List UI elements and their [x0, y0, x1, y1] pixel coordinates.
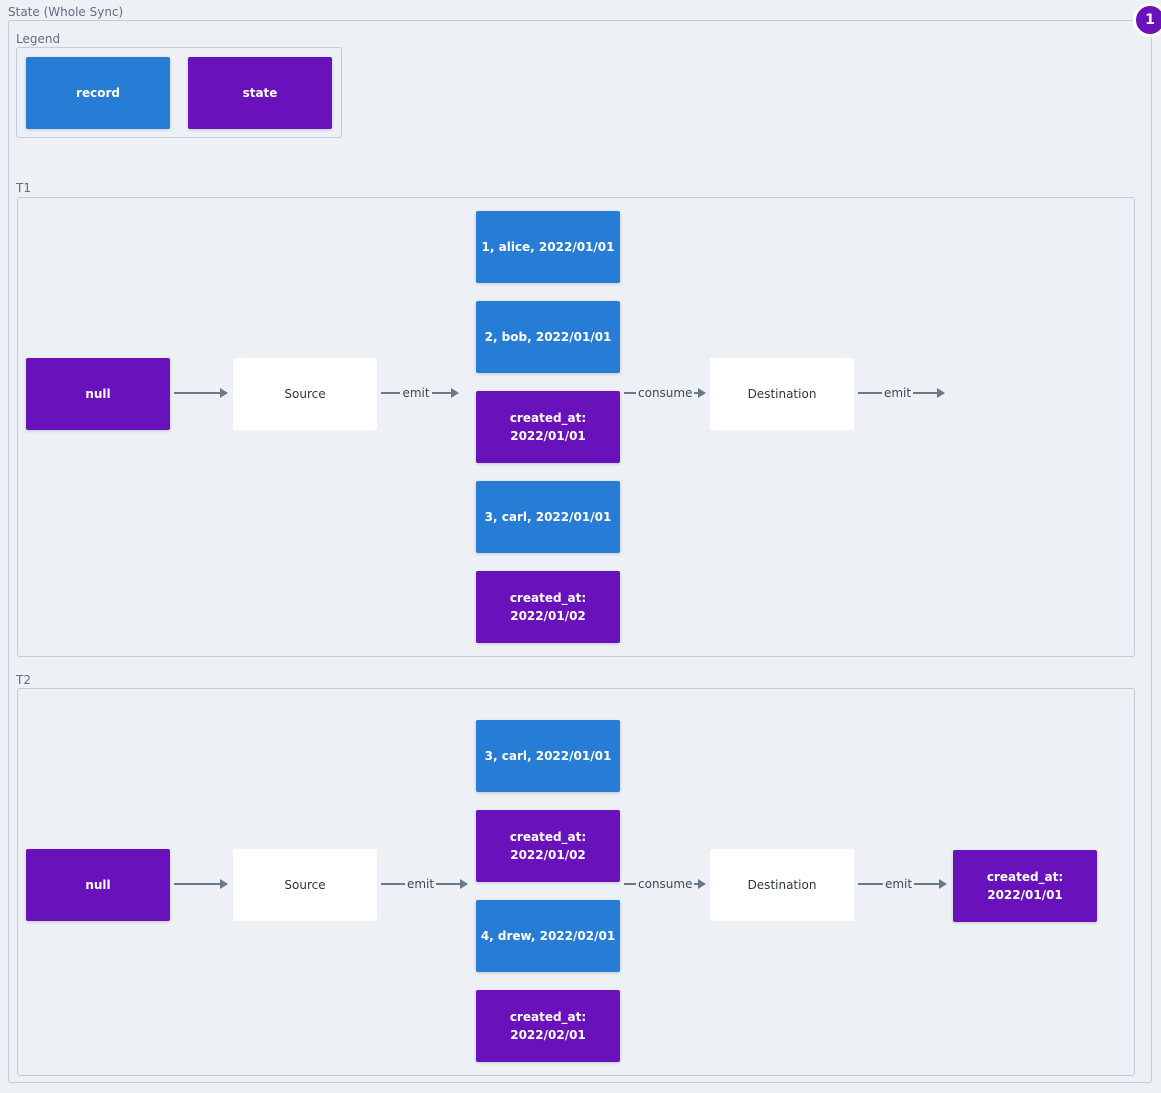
- t1-message: created_at: 2022/01/01: [476, 391, 620, 463]
- t1-destination: Destination: [710, 358, 854, 430]
- t1-arrow-emit-out: emit: [858, 386, 945, 400]
- t1-arrow-input: [174, 387, 228, 399]
- emit-label: emit: [402, 386, 430, 400]
- t2-arrow-input: [174, 878, 228, 890]
- t2-message: created_at: 2022/02/01: [476, 990, 620, 1062]
- t2-label: T2: [16, 673, 31, 687]
- t2-source: Source: [233, 849, 377, 921]
- t2-destination: Destination: [710, 849, 854, 921]
- t1-message: created_at: 2022/01/02: [476, 571, 620, 643]
- t2-message: 3, carl, 2022/01/01: [476, 720, 620, 792]
- t1-message: 3, carl, 2022/01/01: [476, 481, 620, 553]
- emit-label: emit: [884, 877, 913, 891]
- t2-arrow-emit-out: emit: [858, 877, 947, 891]
- t1-arrow-emit: emit: [381, 386, 459, 400]
- emit-label: emit: [406, 877, 435, 891]
- t2-arrow-consume: consume: [624, 877, 706, 891]
- t1-message: 2, bob, 2022/01/01: [476, 301, 620, 373]
- t2-arrow-emit: emit: [381, 877, 468, 891]
- t2-message: created_at: 2022/01/02: [476, 810, 620, 882]
- t1-label: T1: [16, 181, 31, 195]
- t1-input-null: null: [26, 358, 170, 430]
- step-badge: 1: [1133, 3, 1161, 37]
- emit-label: emit: [883, 386, 912, 400]
- t1-message: 1, alice, 2022/01/01: [476, 211, 620, 283]
- t1-source: Source: [233, 358, 377, 430]
- legend-label: Legend: [16, 32, 61, 46]
- t2-frame: [17, 688, 1135, 1076]
- t1-frame: [17, 197, 1135, 657]
- t2-input-null: null: [26, 849, 170, 921]
- t1-arrow-consume: consume: [624, 386, 706, 400]
- legend-record: record: [26, 57, 170, 129]
- outer-frame: [8, 20, 1152, 1083]
- t2-output-state: created_at: 2022/01/01: [953, 850, 1097, 922]
- diagram-title: State (Whole Sync): [8, 5, 124, 19]
- consume-label: consume: [638, 386, 693, 400]
- legend-frame: [16, 47, 342, 138]
- t2-message: 4, drew, 2022/02/01: [476, 900, 620, 972]
- consume-label: consume: [638, 877, 693, 891]
- legend-state: state: [188, 57, 332, 129]
